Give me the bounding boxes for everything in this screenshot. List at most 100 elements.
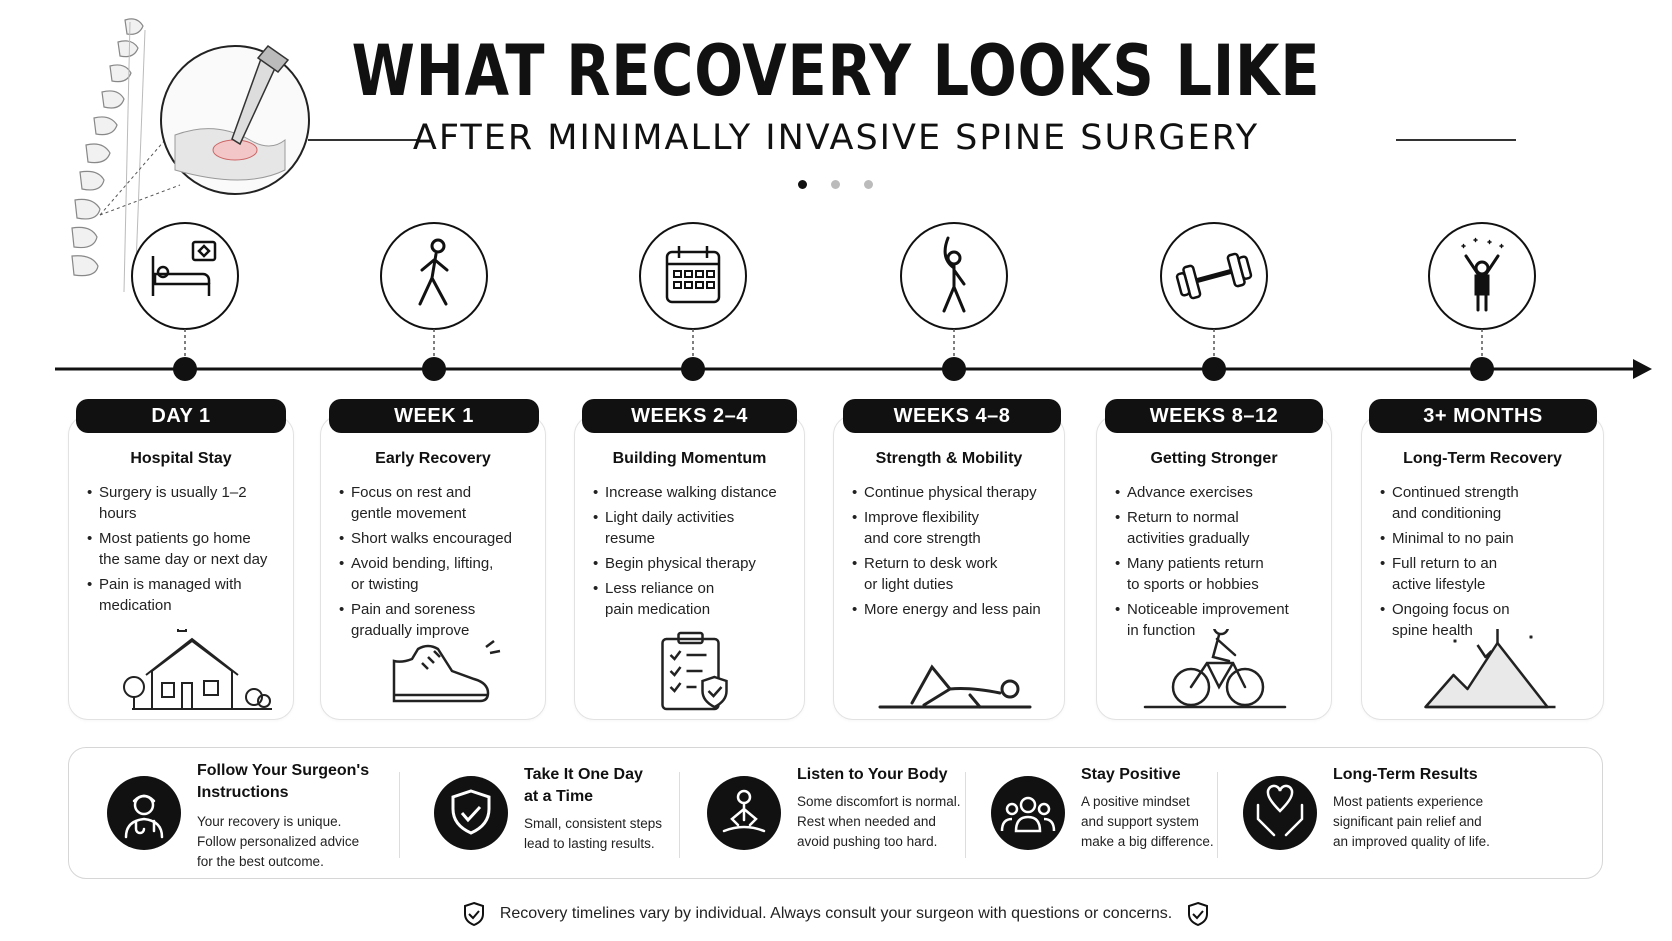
tip-description: Your recovery is unique.Follow personali… [197,814,360,869]
cyclist-illustration [1143,629,1287,709]
pagination-dots [798,180,873,189]
stage-title: Early Recovery [375,450,491,467]
stage-icon-weeks-4-8 [900,222,1008,368]
subtitle-rule-left [308,139,420,141]
stage-title: Getting Stronger [1150,450,1278,467]
stage-icon-weeks-8-12 [1160,222,1268,368]
celebrating-person-icon [1461,237,1504,312]
mountain-flag-illustration [1424,629,1556,709]
shield-check-icon [1188,901,1209,927]
stage-title: Strength & Mobility [875,450,1023,467]
meditation-icon [722,789,766,833]
tip-title: Long-Term Results [1333,766,1478,783]
calendar-icon [665,246,721,304]
stage-bullet: More energy and less pain [852,599,1056,620]
shield-check-icon [463,901,484,927]
subtitle-rule-right [1396,139,1516,141]
stage-label-3: WEEKS 2–4 [582,399,797,433]
stage-card-3: Building MomentumIncrease walking distan… [574,415,805,720]
stage-card-6: Long-Term RecoveryContinued strengthand … [1361,415,1604,720]
stage-title: Hospital Stay [130,450,232,467]
tip-divider [679,772,680,858]
disclaimer-text: Recovery timelines vary by individual. A… [499,905,1173,922]
stage-icon-3-months [1428,222,1536,368]
tip-icon-circle [434,776,508,850]
walking-person-icon [418,238,449,306]
tip-title: Stay Positive [1081,766,1181,783]
stage-bullets: Increase walking distanceLight daily act… [593,482,796,624]
stage-bullets: Continue physical therapyImprove flexibi… [852,482,1056,624]
sneaker-illustration [392,640,501,703]
timeline-arrowhead [1633,359,1652,379]
tip-divider [965,772,966,858]
stage-bullets: Advance exercisesReturn to normalactivit… [1115,482,1323,645]
stage-bullet: Surgery is usually 1–2 hours [87,482,285,524]
tip-title: Listen to Your Body [797,766,948,783]
exercise-illustration [878,664,1032,709]
timeline [55,222,1652,381]
shield-check-icon [451,789,491,835]
pagination-dot-3[interactable] [864,180,873,189]
page-title: WHAT RECOVERY LOOKS LIKE [351,30,1321,112]
tip-icon-circle [991,776,1065,850]
stage-icon-weeks-2-4 [639,222,747,368]
stage-title: Building Momentum [612,450,767,467]
stage-bullet: Minimal to no pain [1380,528,1595,549]
stage-bullet: Avoid bending, lifting,or twisting [339,553,537,595]
stage-label-4: WEEKS 4–8 [843,399,1061,433]
stage-label-2: WEEK 1 [329,399,539,433]
tip-divider [399,772,400,858]
group-icon [1000,796,1056,833]
pagination-dot-2[interactable] [831,180,840,189]
stage-card-1: Hospital StaySurgery is usually 1–2 hour… [68,415,294,720]
tip-description: Some discomfort is normal.Rest when need… [797,794,961,849]
stretching-person-icon [942,236,966,313]
stage-bullet: Increase walking distance [593,482,796,503]
heart-hands-icon [1256,784,1304,837]
house-illustration [123,629,272,710]
stage-title: Long-Term Recovery [1403,450,1562,467]
stage-label-6: 3+ MONTHS [1369,399,1597,433]
stage-bullet: Advance exercises [1115,482,1323,503]
dumbbell-icon [1175,252,1253,300]
stage-icon-day-1 [131,222,239,368]
stage-bullets: Surgery is usually 1–2 hoursMost patient… [87,482,285,620]
pagination-dot-1[interactable] [798,180,807,189]
disclaimer: Recovery timelines vary by individual. A… [0,901,1672,927]
page-subtitle: AFTER MINIMALLY INVASIVE SPINE SURGERY [412,118,1260,158]
doctor-icon [124,794,164,839]
stage-icon-week-1 [380,222,488,368]
tip-divider [1217,772,1218,858]
tip-icon-circle [1243,776,1317,850]
stage-bullet: Short walks encouraged [339,528,537,549]
spine-illustration [71,18,310,293]
stage-label-5: WEEKS 8–12 [1105,399,1323,433]
hospital-bed-icon [151,240,217,296]
tip-icon-circle [707,776,781,850]
